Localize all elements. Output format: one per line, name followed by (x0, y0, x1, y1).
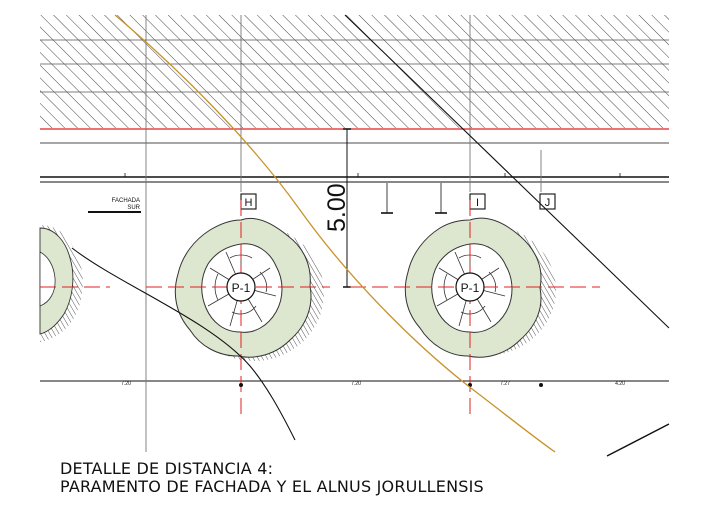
caption-subtitle: PARAMENTO DE FACHADA Y EL ALNUS JORULLEN… (60, 477, 484, 496)
svg-text:SUR: SUR (127, 205, 140, 211)
level-markers (381, 183, 447, 214)
svg-text:FACHADA: FACHADA (112, 198, 140, 204)
svg-text:5.00: 5.00 (323, 183, 351, 232)
grid-label-j: J (539, 193, 556, 210)
grid-label-h: H (240, 193, 257, 210)
caption-title: DETALLE DE DISTANCIA 4: (60, 459, 274, 478)
svg-text:H: H (245, 197, 253, 209)
tick-marks (124, 173, 621, 177)
svg-text:I: I (476, 197, 479, 209)
svg-text:4.20: 4.20 (615, 381, 625, 387)
tree-right: P-1 (350, 200, 600, 420)
svg-text:7.20: 7.20 (351, 381, 361, 387)
svg-text:7.20: 7.20 (121, 381, 131, 387)
tree-left: P-1 (146, 200, 330, 420)
tree-partial-left (39, 225, 83, 342)
svg-text:P-1: P-1 (461, 281, 480, 295)
svg-text:J: J (545, 197, 551, 209)
facade-label: FACHADA SUR (88, 198, 141, 213)
detail-caption: DETALLE DE DISTANCIA 4: PARAMENTO DE FAC… (60, 460, 484, 496)
grid-label-i: I (469, 193, 486, 210)
contour-line (114, 14, 556, 453)
svg-text:7.27: 7.27 (500, 381, 510, 387)
dimension-5m: 5.00 (323, 128, 351, 288)
lower-dimension-line: 7.20 7.20 7.27 4.20 (121, 381, 625, 387)
diagonal-lines (71, 14, 670, 457)
building-hatch (40, 15, 669, 128)
grid-axes (145, 15, 542, 452)
sidewalk-lines (40, 142, 669, 382)
svg-text:P-1: P-1 (232, 281, 251, 295)
